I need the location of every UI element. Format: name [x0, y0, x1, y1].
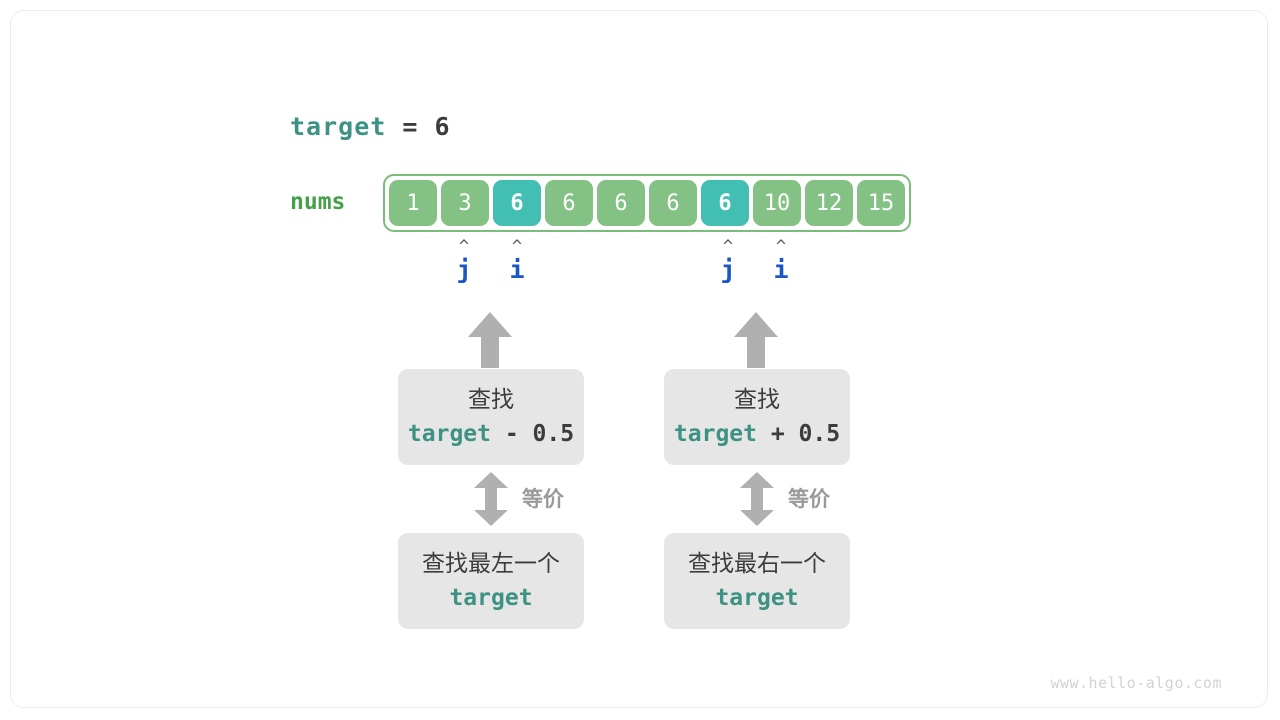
search-box-variable: target [449, 585, 533, 611]
caret-icon: ^ [511, 237, 523, 257]
array-cell-highlighted: 6 [493, 180, 541, 226]
search-box-title: 查找最左一个 [422, 551, 560, 577]
pointer-i-left: ^ i [497, 237, 537, 285]
array-cell: 6 [545, 180, 593, 226]
search-box-title: 查找 [468, 387, 514, 413]
equivalence-label-left: 等价 [522, 487, 564, 511]
expression-operand: + 0.5 [757, 421, 841, 447]
up-arrow-icon-left [468, 312, 512, 368]
equivalence-label-right: 等价 [788, 487, 830, 511]
search-box-title: 查找 [734, 387, 780, 413]
target-variable-name: target [290, 112, 387, 141]
array-cell: 3 [441, 180, 489, 226]
diagram-frame [10, 10, 1268, 708]
pointer-label-i: i [773, 255, 789, 284]
array-container: 1 3 6 6 6 6 6 10 12 15 [383, 174, 911, 232]
search-box-expression: target - 0.5 [408, 417, 574, 451]
search-box-expression: target + 0.5 [674, 417, 840, 451]
pointer-label-i: i [509, 255, 525, 284]
array-cell: 15 [857, 180, 905, 226]
target-value-expression: = 6 [386, 112, 451, 141]
pointer-j-left: ^ j [444, 237, 484, 285]
nums-label: nums [290, 189, 346, 215]
search-box-target-plus: 查找 target + 0.5 [664, 369, 850, 465]
array-cell: 1 [389, 180, 437, 226]
pointer-j-right: ^ j [708, 237, 748, 285]
search-box-rightmost-target: 查找最右一个 target [664, 533, 850, 629]
pointer-i-right: ^ i [761, 237, 801, 285]
caret-icon: ^ [775, 237, 787, 257]
expression-variable: target [673, 421, 757, 447]
expression-operand: - 0.5 [491, 421, 575, 447]
up-arrow-icon-right [734, 312, 778, 368]
search-box-target-minus: 查找 target - 0.5 [398, 369, 584, 465]
array-cell: 6 [649, 180, 697, 226]
expression-variable: target [407, 421, 491, 447]
caret-icon: ^ [458, 237, 470, 257]
pointer-label-j: j [456, 255, 472, 284]
equivalence-arrow-icon-left [474, 472, 508, 526]
array-cell: 12 [805, 180, 853, 226]
array-cell-highlighted: 6 [701, 180, 749, 226]
pointer-label-j: j [720, 255, 736, 284]
watermark: www.hello-algo.com [1050, 674, 1222, 692]
caret-icon: ^ [722, 237, 734, 257]
array-cell: 6 [597, 180, 645, 226]
array-cell: 10 [753, 180, 801, 226]
search-box-leftmost-target: 查找最左一个 target [398, 533, 584, 629]
equivalence-arrow-icon-right [740, 472, 774, 526]
search-box-title: 查找最右一个 [688, 551, 826, 577]
target-declaration: target = 6 [290, 108, 451, 146]
search-box-variable: target [715, 585, 799, 611]
